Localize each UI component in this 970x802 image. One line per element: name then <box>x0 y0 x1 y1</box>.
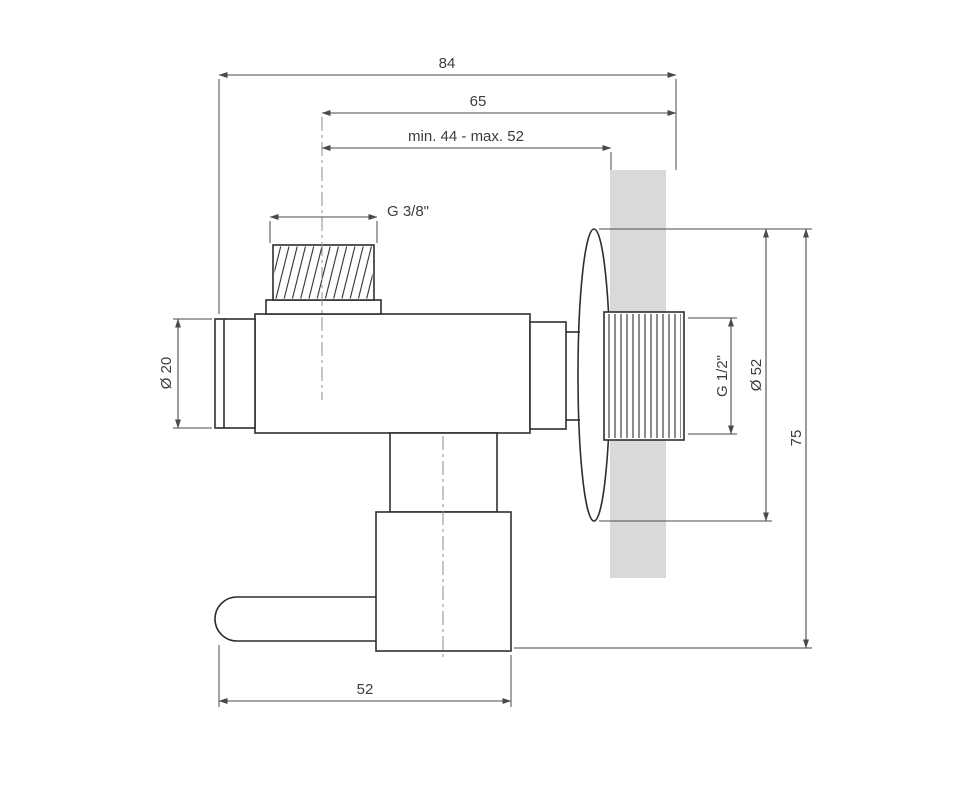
dim-g12-label: G 1/2" <box>714 355 731 397</box>
dim-d52-label: Ø 52 <box>748 359 765 392</box>
dim-84-label: 84 <box>439 55 456 72</box>
inlet-pipe <box>214 318 256 429</box>
wall-thread-crests <box>607 314 681 438</box>
wall-thread-pipe <box>603 311 685 441</box>
dim-range-label: min. 44 - max. 52 <box>408 128 524 145</box>
dim-wall-range: min. 44 - max. 52 <box>321 128 612 170</box>
dim-overall-84: 84 <box>218 55 677 314</box>
top-thread-crests <box>274 246 373 299</box>
dim-52-label: 52 <box>357 681 374 698</box>
valve-handle <box>214 596 401 642</box>
dim-wall-thread: G 1/2" <box>688 317 737 435</box>
dim-65-label: 65 <box>470 93 487 110</box>
top-thread-stub <box>272 244 375 301</box>
dim-top-thread: G 3/8" <box>269 203 429 243</box>
dim-75-label: 75 <box>788 430 805 447</box>
dim-height-75: 75 <box>514 228 812 649</box>
dim-bottom-52: 52 <box>218 645 512 707</box>
body-right-step <box>529 321 567 430</box>
valve-main-body <box>254 313 531 434</box>
dim-rosette-diameter: Ø 52 <box>599 228 772 522</box>
dim-g38-label: G 3/8" <box>387 203 429 220</box>
dim-to-axis-65: 65 <box>321 93 677 116</box>
dim-inlet-diameter: Ø 20 <box>158 318 212 429</box>
top-collar <box>265 299 382 315</box>
dim-d20-label: Ø 20 <box>158 357 175 390</box>
